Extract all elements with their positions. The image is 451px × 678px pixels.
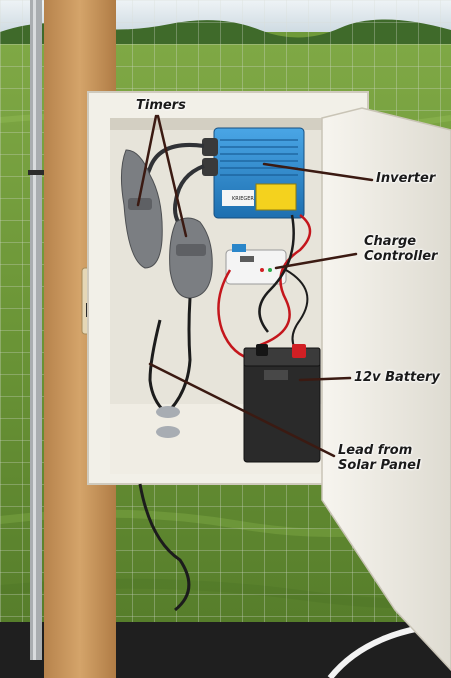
label-inverter: Inverter [376,171,435,186]
label-inverter-text: Inverter [376,171,436,186]
box-interior-shadow [110,118,354,130]
timer-cord-down [168,297,192,412]
leader-timers-right [156,114,188,238]
label-charge-line2: Controller [364,249,438,264]
floor-grommet-2 [156,426,180,438]
solar-lead-cable [148,319,167,414]
label-lead-line2: Solar Panel [338,458,421,473]
label-battery: 12v Battery [354,370,440,385]
inverter-outlet-top [202,138,218,156]
pole-clip [28,170,44,175]
outside-cable [138,483,191,612]
floor-grommet-1 [156,406,180,418]
charge-controller [225,244,287,285]
leader-timers-left [136,114,158,207]
inverter-brand: KRIEGER [232,196,254,202]
label-solar-lead: Lead from Solar Panel [338,443,420,473]
leader-lines [136,114,374,458]
label-timers: Timers [136,98,186,113]
label-lead-line1: Lead from [338,443,413,458]
leader-inverter [262,162,374,182]
leader-charge-controller [274,252,358,270]
label-battery-text: 12v Battery [354,370,440,385]
label-timers-text: Timers [136,98,186,113]
leader-battery [298,376,352,382]
label-charge-controller: Charge Controller [364,234,437,264]
label-charge-line1: Charge [364,234,417,249]
inverter-outlet-bottom [202,158,218,176]
pole-highlight [33,0,36,660]
inverter-unit: KRIEGER [213,127,305,219]
box-door [321,107,451,672]
timer-right [169,217,213,299]
red-wire-2 [217,269,256,362]
timer-left [120,149,163,269]
black-wire-1 [258,214,295,333]
leader-solar-lead [148,362,336,458]
